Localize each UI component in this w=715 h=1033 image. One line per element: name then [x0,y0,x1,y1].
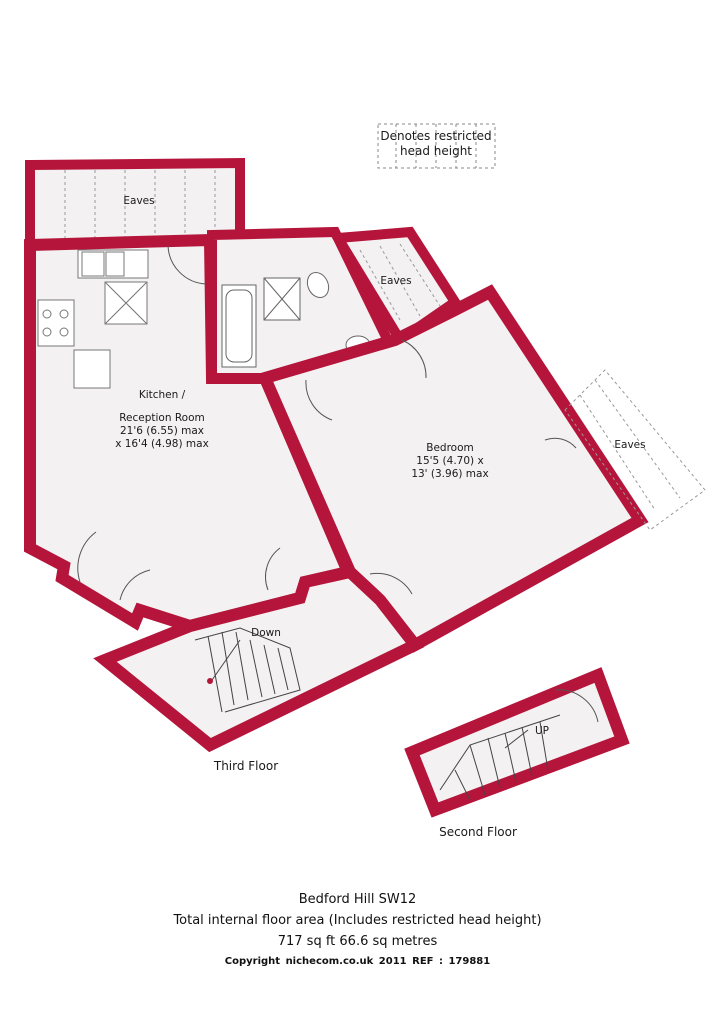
legend-box [377,123,496,169]
footer-area-note: Total internal floor area (Includes rest… [173,913,542,928]
bedroom-dim2: 13' (3.96) max [411,468,488,480]
second-floor-title: Second Floor [439,825,517,839]
stairs-up [439,714,561,801]
kitchen-dim2: x 16'4 (4.98) max [115,438,209,450]
kitchen-name2: Reception Room [119,412,205,424]
legend-line1: Denotes restricted [380,129,491,143]
kitchen-name1: Kitchen / [139,389,186,401]
footer-address: Bedford Hill SW12 [298,892,417,907]
footer-copyright: Copyright nichecom.co.uk 2011 [224,956,407,967]
legend-line2: head height [400,144,472,158]
kitchen-dim1: 21'6 (6.55) max [120,425,204,437]
eaves-right-area [564,369,706,531]
door-arcs [77,245,577,601]
footer-credits: Copyright nichecom.co.uk 2011 REF : 1798… [0,956,715,967]
footer-area: 717 sq ft 66.6 sq metres [277,934,438,949]
footer-ref: REF : 179881 [412,956,491,967]
eaves-mid-area [329,226,462,348]
third-floor-plan: Eaves Eaves Eaves Kitchen / Reception Ro… [24,157,706,773]
third-floor-title: Third Floor [213,759,278,773]
eaves-top-label: Eaves [123,195,154,207]
stairs-down-label: Down [251,627,281,639]
second-floor-plan: UP Second Floor [404,667,630,839]
eaves-mid-label: Eaves [380,275,411,287]
kitchen-fittings [37,249,149,389]
bedroom-dim1: 15'5 (4.70) x [416,455,483,467]
stair-landing [93,565,425,753]
eaves-right-label: Eaves [614,439,645,451]
stairs-down [194,627,301,713]
second-floor-stairwell [404,667,630,818]
bedroom-name: Bedroom [426,442,474,454]
stairs-up-label: UP [535,725,549,737]
